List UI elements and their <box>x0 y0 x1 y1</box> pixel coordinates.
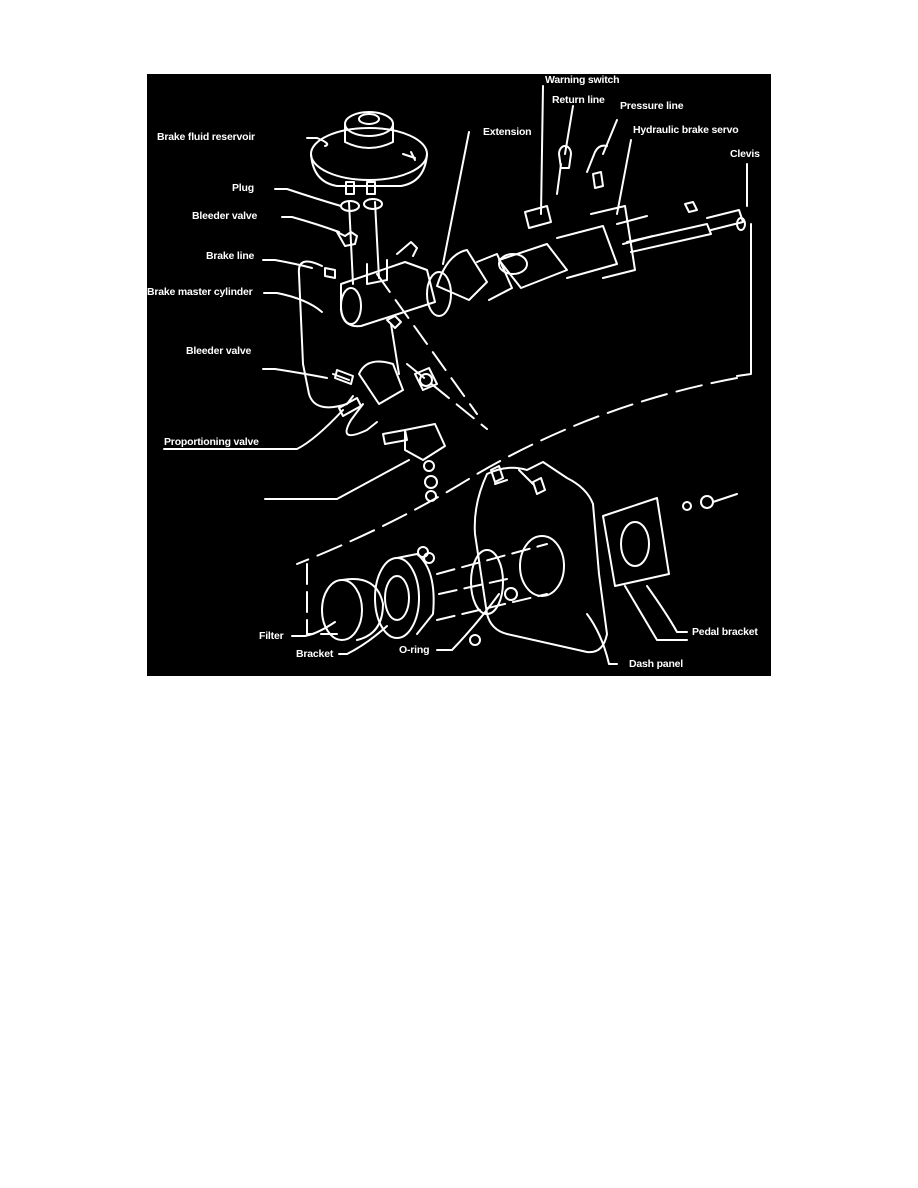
label-extension: Extension <box>483 126 532 138</box>
label-return-line: Return line <box>552 94 605 106</box>
label-bracket: Bracket <box>296 648 334 660</box>
pedal-bracket-icon <box>602 493 738 641</box>
label-o-ring: O-ring <box>399 644 430 656</box>
label-clevis: Clevis <box>730 148 760 160</box>
reservoir-icon <box>310 111 428 212</box>
label-brake-line: Brake line <box>206 250 255 262</box>
master-cylinder-icon <box>340 201 436 328</box>
label-filter: Filter <box>259 630 284 642</box>
diagram-line-art <box>163 85 752 665</box>
label-warning-switch: Warning switch <box>545 74 620 86</box>
label-pressure-line: Pressure line <box>620 100 684 112</box>
label-hydraulic-brake-servo: Hydraulic brake servo <box>633 124 739 136</box>
label-brake-fluid-reservoir: Brake fluid reservoir <box>157 131 255 143</box>
label-proportioning-valve: Proportioning valve <box>164 436 259 448</box>
label-bleeder-valve-top: Bleeder valve <box>192 210 258 222</box>
figure-caption-cropped <box>167 670 767 676</box>
filter-bracket-icon <box>306 543 548 646</box>
label-dash-panel: Dash panel <box>629 658 684 670</box>
proportioning-valve-icon <box>332 315 446 502</box>
label-brake-master-cylinder: Brake master cylinder <box>147 286 253 298</box>
label-pedal-bracket: Pedal bracket <box>692 626 758 638</box>
label-plug: Plug <box>232 182 254 194</box>
brake-system-exploded-diagram: Brake fluid reservoir Plug Bleeder valve… <box>147 74 771 676</box>
dash-panel-icon <box>473 461 608 654</box>
label-bleeder-valve-lower: Bleeder valve <box>186 345 252 357</box>
